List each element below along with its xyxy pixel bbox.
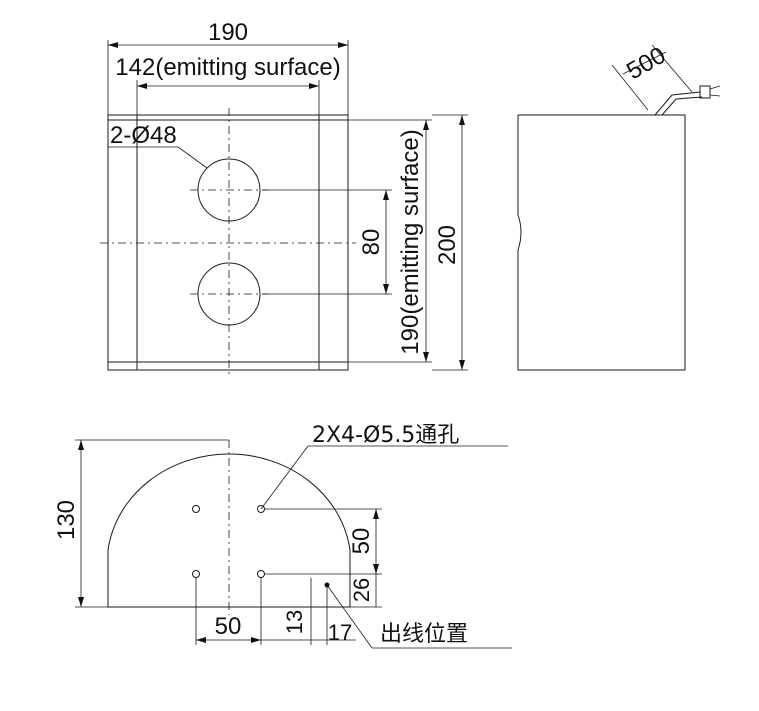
mount-hole-tl [192,505,200,513]
hole-spacing-arrow-bottom [383,284,389,294]
cable-dim-ext-right [651,44,693,93]
cable-offset-label: 17 [328,620,352,645]
emit-height-label: 190(emitting surface) [397,129,424,354]
emit-width-arrow-left [137,83,147,89]
mount-hole-tr [257,505,265,513]
cable-dim-ext-left [611,64,649,111]
cable-wire-2 [709,94,721,97]
emit-width-arrow-right [309,83,319,89]
mount-hole-bl [192,570,200,578]
width-arrow-right [338,42,348,48]
width-arrow-left [108,42,118,48]
cable-exit-leader [326,584,373,649]
side-body-outline [517,114,686,371]
holes-leader [177,146,208,169]
mount-holes-label: 2X4-Ø5.5通孔 [312,423,459,448]
emit-height-arrow-bottom [423,352,429,362]
emit-height-arrow-top [423,120,429,130]
base-outline [107,453,351,608]
v-pitch-arrow-top [373,509,379,519]
cable-position-label: 出线位置 [380,622,468,647]
h-pitch-arrow-right [251,637,261,643]
cable-lower [661,96,703,116]
hole-spacing-label: 80 [358,229,385,256]
cable-length-label: 500 [622,42,670,85]
v-pitch-label: 50 [348,528,375,555]
h-pitch-label: 50 [215,613,242,640]
emit-width-label: 142(emitting surface) [115,54,340,81]
hole-spacing-arrow-top [383,190,389,200]
base-height-arrow-top [78,440,84,450]
base-view: 2X4-Ø5.5通孔 130 50 26 50 13 17 [53,423,512,649]
height-label: 200 [434,225,461,265]
front-view: 2-Ø48 190 142(emitting surface) 80 190(e… [100,19,468,378]
cable-dim-line [622,51,667,75]
cable-wire-1 [709,85,721,90]
front-body-outline [107,114,349,371]
width-label: 190 [208,19,248,46]
height-arrow-bottom [459,360,465,370]
h-pitch-arrow-left [196,637,206,643]
side-view: 500 [517,42,721,371]
v-pitch-arrow-bottom [373,564,379,574]
h-offset-label: 13 [282,610,307,634]
base-height-arrow-bottom [78,597,84,607]
holes-label: 2-Ø48 [110,122,177,149]
cable-connector [699,85,711,99]
base-height-label: 130 [53,500,80,540]
cable-upper [654,91,701,116]
height-arrow-top [459,115,465,125]
mount-hole-br [257,570,265,578]
v-offset-label: 26 [349,578,374,602]
mount-holes-leader [260,445,309,510]
